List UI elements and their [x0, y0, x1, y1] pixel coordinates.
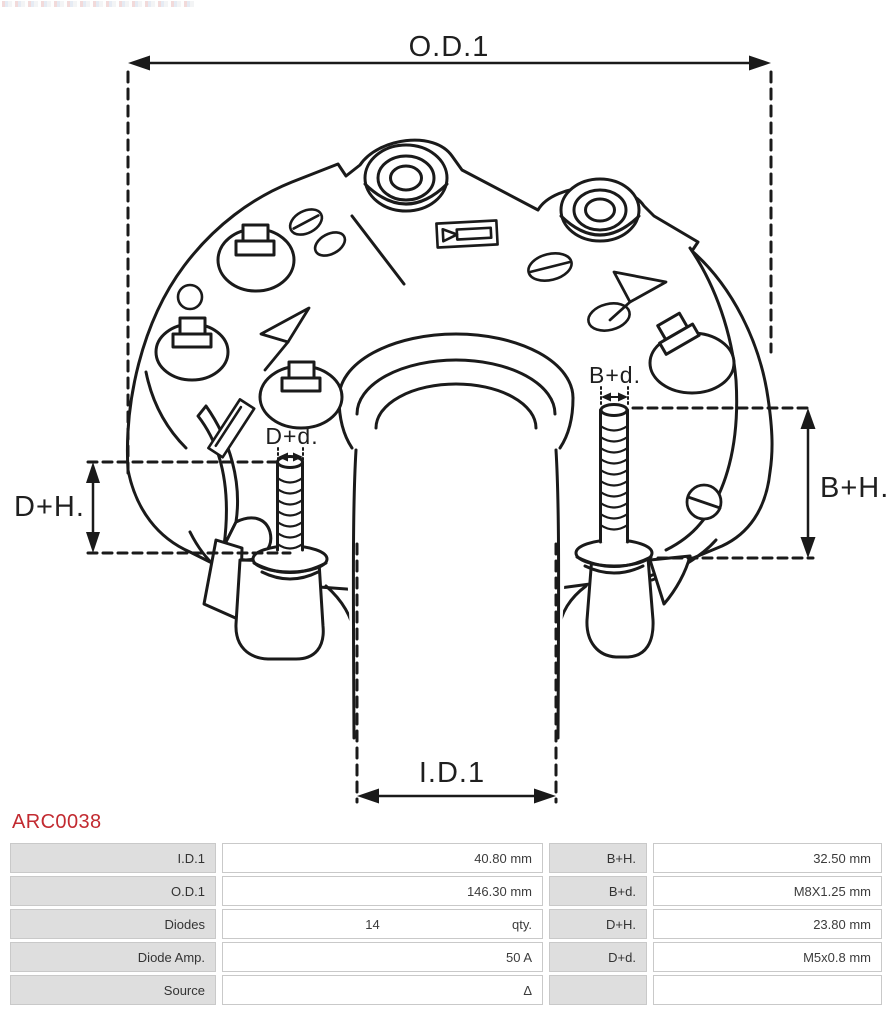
spec-label-id1: I.D.1: [10, 843, 216, 873]
spec-value-id1: 40.80 mm: [222, 843, 543, 873]
id1-dimension: I.D.1: [355, 542, 558, 804]
spec-label-od1: O.D.1: [10, 876, 216, 906]
screw-head: [685, 483, 723, 521]
rectifier-diagram-svg: O.D.1 I.D.1 D+H. D+d.: [14, 31, 889, 804]
spec-value-dd: M5x0.8 mm: [653, 942, 882, 972]
dh-dimension: D+H.: [14, 460, 292, 555]
brand-logo: [2, 1, 194, 7]
bh-label: B+H.: [820, 472, 889, 504]
od1-dimension: O.D.1: [126, 31, 773, 478]
bh-dimension: B+H.: [631, 406, 889, 560]
od1-label: O.D.1: [409, 31, 490, 63]
spec-label-dh: D+H.: [549, 909, 647, 939]
spec-value-bh: 32.50 mm: [653, 843, 882, 873]
dd-label: D+d.: [265, 423, 318, 449]
spec-label-diodes: Diodes: [10, 909, 216, 939]
spec-label-dd: D+d.: [549, 942, 647, 972]
spec-value-dh: 23.80 mm: [653, 909, 882, 939]
diode-3: [258, 360, 344, 430]
diode-1: [216, 223, 296, 293]
spec-value-diodes-count: 14: [365, 916, 380, 932]
stud-b: [574, 403, 654, 575]
center-bore: [337, 332, 575, 740]
dd-dimension: D+d.: [265, 423, 318, 467]
bd-dimension: B+d.: [589, 362, 641, 408]
spec-value-diode-amp: 50 A: [222, 942, 543, 972]
spec-value-source: Δ: [222, 975, 543, 1005]
mounting-ring-1: [363, 143, 449, 213]
part-number: ARC0038: [12, 811, 102, 833]
spec-value-empty: [653, 975, 882, 1005]
spec-label-bh: B+H.: [549, 843, 647, 873]
id1-label: I.D.1: [419, 757, 485, 789]
terminal-slot: [207, 219, 499, 459]
oval-holes: [288, 208, 631, 332]
spec-value-od1: 146.30 mm: [222, 876, 543, 906]
bd-label: B+d.: [589, 362, 641, 388]
spec-value-diodes: 14 qty.: [222, 909, 543, 939]
spec-label-bd: B+d.: [549, 876, 647, 906]
diode-4: [648, 311, 736, 395]
mounting-ring-2: [559, 177, 641, 243]
dh-label: D+H.: [14, 491, 85, 523]
spec-value-bd: M8X1.25 mm: [653, 876, 882, 906]
spec-label-empty: [549, 975, 647, 1005]
arrow-marks: [259, 270, 668, 372]
small-hole: [176, 283, 204, 311]
spec-table: I.D.1 40.80 mm B+H. 32.50 mm O.D.1 146.3…: [10, 843, 882, 1005]
spec-value-diodes-unit: qty.: [512, 916, 532, 932]
spec-label-source: Source: [10, 975, 216, 1005]
technical-drawing: O.D.1 I.D.1 D+H. D+d.: [0, 20, 890, 810]
diode-2: [154, 316, 230, 382]
spec-label-diode-amp: Diode Amp.: [10, 942, 216, 972]
